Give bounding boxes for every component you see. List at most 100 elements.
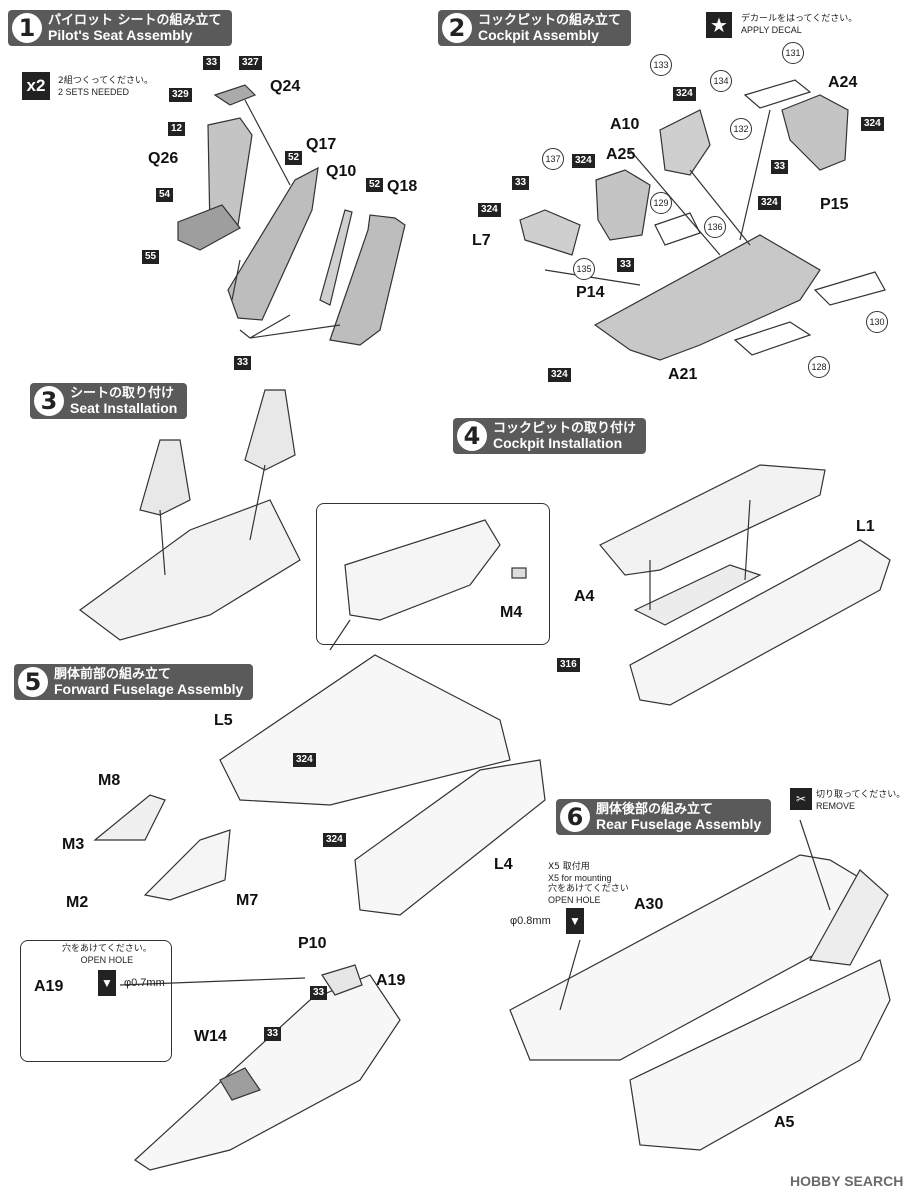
color-code: 33	[617, 258, 635, 272]
hole-note: 穴をあけてください。 OPEN HOLE	[62, 944, 152, 966]
color-code: 33	[203, 56, 221, 70]
seat-pan-part	[177, 204, 241, 251]
step-2-number: 2	[442, 13, 472, 43]
decal-number: 136	[704, 216, 726, 238]
color-code: 55	[142, 250, 160, 264]
step-2-title-jp: コックピットの組み立て	[478, 13, 622, 28]
mounting-note: X5 取付用 X5 for mounting 穴をあけてください OPEN HO…	[548, 862, 629, 906]
step-6-header: 6 胴体後部の組み立て Rear Fuselage Assembly	[556, 799, 772, 835]
decal-131	[743, 79, 812, 109]
step-2-title-en: Cockpit Assembly	[478, 27, 599, 43]
label-m2: M2	[66, 894, 89, 911]
label-q24: Q24	[270, 78, 301, 95]
drill-icon-small: ▼	[98, 970, 116, 996]
decal-number: 134	[710, 70, 732, 92]
mounting-note-jp: 穴をあけてください	[548, 884, 629, 894]
decal-number: 129	[650, 192, 672, 214]
label-m4: M4	[500, 604, 523, 621]
mounting-note-line2: X5 for mounting	[548, 873, 612, 883]
step-3-header: 3 シートの取り付け Seat Installation	[30, 383, 188, 419]
decal-note-en: APPLY DECAL	[741, 25, 802, 35]
headrest-part	[213, 84, 257, 106]
mounting-note-line1: X5 取付用	[548, 862, 590, 872]
seat-frame-right	[329, 214, 406, 346]
hobby-search-watermark: HOBBY SEARCH	[790, 1173, 904, 1189]
tray-a4	[633, 564, 762, 626]
rear-fuselage-a5	[629, 959, 891, 1151]
step-4-title-en: Cockpit Installation	[493, 435, 623, 451]
x2-note-en: 2 SETS NEEDED	[58, 87, 130, 97]
decal-note: デカールをはってください。 APPLY DECAL	[741, 14, 857, 36]
step-5-header: 5 胴体前部の組み立て Forward Fuselage Assembly	[14, 664, 254, 700]
seat-1	[139, 439, 191, 516]
hole-detail-inset-box	[20, 940, 172, 1062]
detail-inset-box	[316, 503, 550, 645]
decal-number: 128	[808, 356, 830, 378]
remove-note-en: REMOVE	[816, 801, 856, 811]
label-a19: A19	[376, 972, 406, 989]
seat-rail	[319, 209, 353, 306]
side-panel-l7	[519, 209, 581, 256]
windscreen-w14	[219, 1067, 261, 1101]
step-5-title-en: Forward Fuselage Assembly	[54, 681, 244, 697]
label-p10: P10	[298, 935, 327, 952]
mounting-diameter: φ0.8mm	[510, 915, 551, 927]
label-q17: Q17	[306, 136, 337, 153]
seat-frame-left	[227, 166, 319, 321]
instrument-panel-a24	[781, 94, 849, 171]
drill-icon: ▼	[566, 908, 584, 934]
decal-129	[654, 212, 701, 246]
label-q18: Q18	[387, 178, 418, 195]
star-icon: ★	[706, 12, 732, 38]
cockpit-tub	[593, 234, 821, 361]
step-2-header: 2 コックピットの組み立て Cockpit Assembly	[438, 10, 632, 46]
label-m8: M8	[98, 772, 121, 789]
instrument-panel-a25	[595, 169, 651, 241]
canopy-m8	[93, 794, 166, 841]
nose-m7	[143, 829, 231, 901]
x2-note: 2組つくってください。 2 SETS NEEDED	[58, 76, 153, 98]
color-code: 33	[771, 160, 789, 174]
color-code: 324	[861, 117, 884, 131]
hole-note-jp: 穴をあけてください。	[62, 944, 152, 954]
m4-part	[511, 567, 527, 579]
label-a24: A24	[828, 74, 858, 91]
label-m3: M3	[62, 836, 85, 853]
decal-number: 130	[866, 311, 888, 333]
color-code: 52	[366, 178, 384, 192]
installed-cockpit	[78, 499, 301, 641]
fuselage-half-l1	[629, 539, 891, 706]
color-code: 33	[512, 176, 530, 190]
inset-fuselage-detail	[344, 519, 501, 621]
step-1-title-jp: パイロット シートの組み立て	[48, 13, 222, 28]
color-code: 324	[572, 154, 595, 168]
label-q10: Q10	[326, 163, 357, 180]
hole-note-en: OPEN HOLE	[80, 955, 134, 965]
color-code: 316	[557, 658, 580, 672]
label-l7: L7	[472, 232, 491, 249]
label-q26: Q26	[148, 150, 179, 167]
step-6-number: 6	[560, 802, 590, 832]
x2-multiplier-badge: x2	[22, 72, 50, 100]
label-m7: M7	[236, 892, 259, 909]
step-3-number: 3	[34, 386, 64, 416]
color-code: 324	[478, 203, 501, 217]
remove-note: 切り取ってください。 REMOVE	[816, 790, 905, 812]
label-p14: P14	[576, 284, 605, 301]
step-4-number: 4	[457, 421, 487, 451]
seat-2	[244, 389, 296, 471]
color-code: 33	[310, 986, 328, 1000]
hole-diameter: φ0.7mm	[124, 977, 165, 989]
mounting-note-en: OPEN HOLE	[548, 895, 601, 905]
label-a19-inset: A19	[34, 978, 64, 995]
decal-number: 135	[573, 258, 595, 280]
decal-number: 133	[650, 54, 672, 76]
step-1-header: 1 パイロット シートの組み立て Pilot's Seat Assembly	[8, 10, 232, 46]
forward-fuselage-bottom	[134, 974, 401, 1171]
decal-number: 131	[782, 42, 804, 64]
color-code: 324	[323, 833, 346, 847]
step-3-title-jp: シートの取り付け	[70, 386, 175, 401]
decal-number: 132	[730, 118, 752, 140]
color-code: 33	[234, 356, 252, 370]
decal-note-jp: デカールをはってください。	[741, 14, 858, 24]
